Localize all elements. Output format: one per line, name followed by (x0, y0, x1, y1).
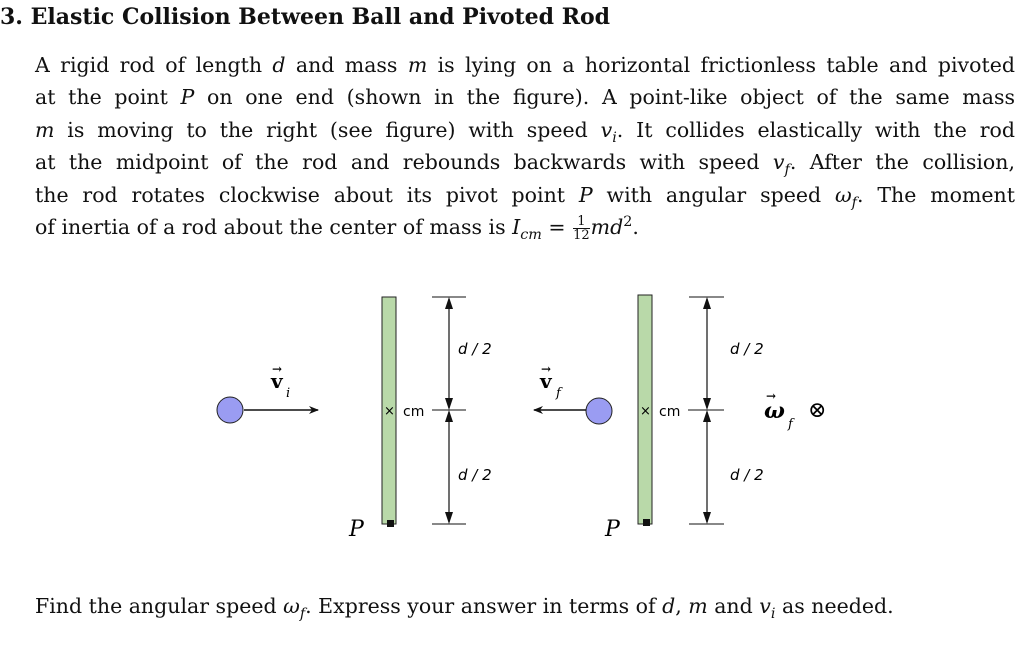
half-length-bottom-before: d / 2 (458, 466, 492, 484)
half-length-top-before: d / 2 (458, 340, 492, 358)
velocity-label-final: v (539, 369, 553, 393)
problem-line-3: m is moving to the right (see figure) wi… (35, 117, 1015, 146)
problem-statement: A rigid rod of length d and mass m is ly… (35, 49, 1015, 243)
velocity-arrow-accent-final: → (541, 362, 551, 376)
cm-marker-after: × (640, 404, 651, 419)
after-collision-diagram: v → f × cm P d / 2 d / 2 ω → f ⊗ (533, 294, 826, 542)
pivot-label-after: P (604, 517, 621, 542)
dim-arrowhead-bottom-down-before (445, 512, 453, 524)
problem-heading: 3. Elastic Collision Between Ball and Pi… (0, 4, 610, 30)
pivot-point-after (643, 519, 650, 526)
dim-arrowhead-bottom-up-before (445, 410, 453, 422)
problem-number: 3. (0, 4, 23, 30)
angular-velocity-subscript: f (787, 417, 795, 432)
ball-after (585, 397, 613, 425)
velocity-arrow-accent-initial: → (272, 362, 282, 376)
pivot-point-before (387, 520, 394, 527)
pivot-label-before: P (348, 517, 365, 542)
dim-arrowhead-top-up-before (445, 297, 453, 309)
dim-arrowhead-bottom-down-after (703, 512, 711, 524)
question-line: Find the angular speed ωf. Express your … (35, 594, 894, 623)
problem-line-4: at the midpoint of the rod and rebounds … (35, 150, 1015, 179)
problem-line-2: at the point P on one end (shown in the … (35, 85, 1016, 110)
before-collision-diagram: v → i × cm P d / 2 d / 2 (216, 296, 492, 542)
dim-arrowhead-top-down-before (445, 398, 453, 410)
velocity-subscript-final: f (555, 386, 563, 401)
dim-arrowhead-bottom-up-after (703, 410, 711, 422)
dim-arrowhead-top-down-after (703, 398, 711, 410)
problem-line-6: of inertia of a rod about the center of … (35, 213, 639, 244)
velocity-subscript-initial: i (286, 386, 290, 401)
cm-marker-before: × (384, 404, 395, 419)
cm-label-before: cm (403, 404, 424, 420)
problem-line-1: A rigid rod of length d and mass m is ly… (35, 53, 1015, 77)
problem-title: Elastic Collision Between Ball and Pivot… (30, 4, 611, 30)
cm-label-after: cm (659, 404, 680, 420)
into-page-icon: ⊗ (808, 398, 826, 423)
dim-arrowhead-top-up-after (703, 297, 711, 309)
half-length-top-after: d / 2 (730, 340, 764, 358)
velocity-label-initial: v (270, 369, 284, 393)
half-length-bottom-after: d / 2 (730, 466, 764, 484)
question-text: Find the angular speed ωf. Express your … (35, 590, 1015, 622)
angular-velocity-label: ω (764, 398, 785, 424)
angular-velocity-accent: → (766, 389, 776, 403)
ball-before (216, 396, 244, 424)
problem-line-5: the rod rotates clockwise about its pivo… (35, 182, 1015, 211)
